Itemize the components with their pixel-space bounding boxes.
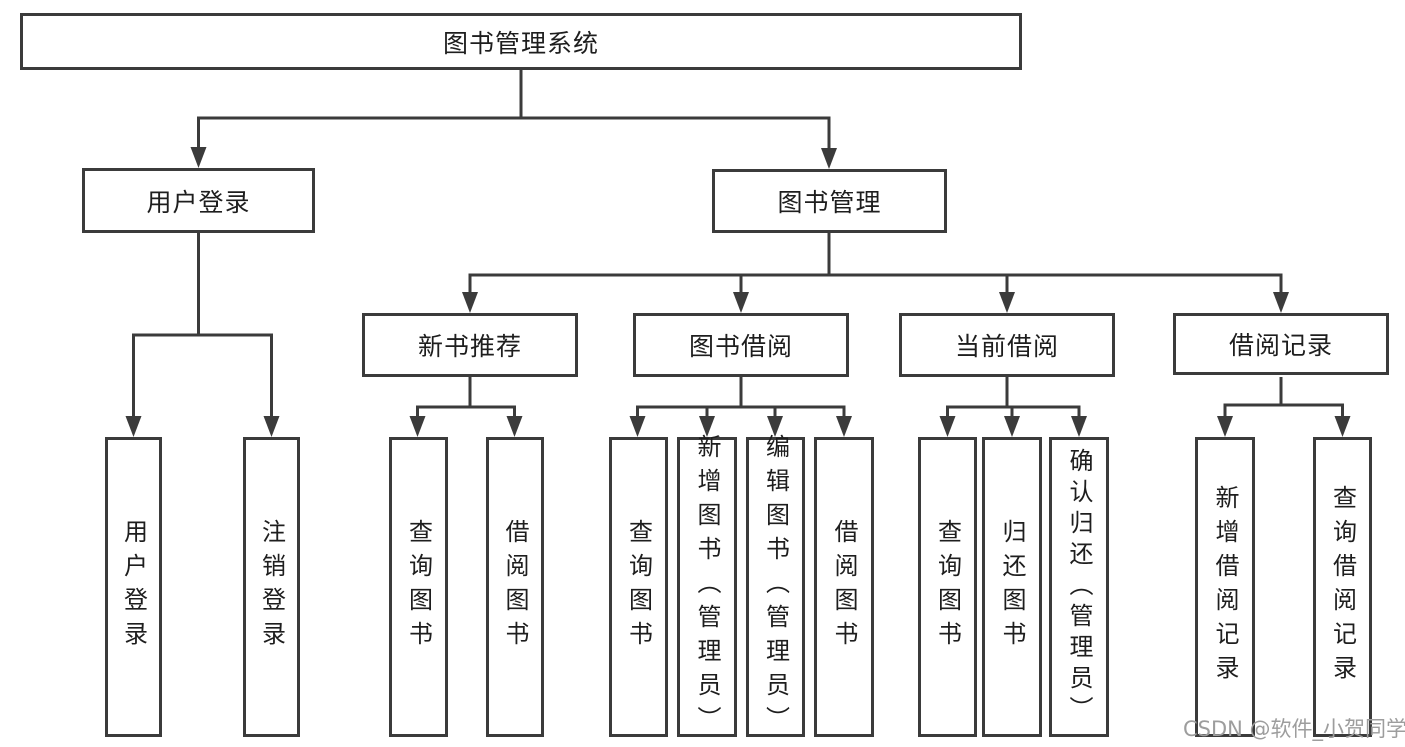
connector-bookmgmt-to-level2 bbox=[462, 233, 1289, 313]
leaf-edit-books-admin: 编辑图书（管理员） bbox=[746, 434, 805, 740]
node-borrow-records: 借阅记录 bbox=[1173, 313, 1389, 375]
node-label: 确认归还（管理员） bbox=[1065, 447, 1093, 727]
node-label: 查询图书 bbox=[933, 519, 962, 655]
leaf-confirm-return-admin: 确认归还（管理员） bbox=[1049, 437, 1109, 737]
leaf-logout: 注销登录 bbox=[243, 437, 300, 737]
node-label: 图书管理系统 bbox=[442, 28, 599, 58]
node-book-borrow: 图书借阅 bbox=[633, 313, 849, 377]
connector-borrowrecords-children bbox=[1217, 377, 1351, 437]
node-label: 注销登录 bbox=[257, 519, 286, 655]
node-label: 借阅图书 bbox=[501, 519, 529, 655]
connector-root-to-level1 bbox=[190, 70, 837, 169]
node-book-management: 图书管理 bbox=[712, 169, 947, 233]
node-label: 借阅图书 bbox=[830, 519, 858, 655]
node-label: 新增借阅记录 bbox=[1211, 485, 1239, 689]
node-label: 编辑图书（管理员） bbox=[761, 434, 790, 740]
node-root: 图书管理系统 bbox=[20, 13, 1022, 70]
leaf-borrow-books-newbook: 借阅图书 bbox=[486, 437, 544, 737]
node-label: 新增图书（管理员） bbox=[693, 434, 721, 740]
leaf-borrow-books: 借阅图书 bbox=[814, 437, 874, 737]
connector-userlogin-children bbox=[125, 233, 280, 437]
connector-bookborrow-children bbox=[629, 377, 852, 437]
leaf-query-books-newbook: 查询图书 bbox=[389, 437, 448, 737]
node-label: 查询图书 bbox=[624, 519, 653, 655]
node-label: 图书借阅 bbox=[688, 332, 793, 361]
node-label: 借阅记录 bbox=[1228, 331, 1333, 360]
connector-currentborrow-children bbox=[939, 377, 1087, 437]
connector-newbook-children bbox=[409, 377, 523, 437]
node-label: 用户登录 bbox=[119, 519, 148, 655]
csdn-watermark: CSDN @软件_小贺同学 bbox=[1183, 717, 1405, 741]
leaf-add-books-admin: 新增图书（管理员） bbox=[677, 434, 737, 740]
node-label: 新书推荐 bbox=[417, 332, 522, 361]
node-label: 查询借阅记录 bbox=[1328, 485, 1357, 689]
leaf-query-books-current: 查询图书 bbox=[918, 437, 977, 737]
node-new-book-recommend: 新书推荐 bbox=[362, 313, 578, 377]
node-label: 用户登录 bbox=[146, 187, 251, 217]
node-label: 查询图书 bbox=[404, 519, 433, 655]
node-label: 归还图书 bbox=[998, 519, 1026, 655]
leaf-user-login: 用户登录 bbox=[105, 437, 162, 737]
leaf-add-borrow-record: 新增借阅记录 bbox=[1195, 437, 1255, 737]
node-current-borrow: 当前借阅 bbox=[899, 313, 1115, 377]
node-user-login: 用户登录 bbox=[82, 168, 315, 233]
leaf-return-books: 归还图书 bbox=[982, 437, 1042, 737]
leaf-query-borrow-record: 查询借阅记录 bbox=[1313, 437, 1372, 737]
leaf-query-books-borrow: 查询图书 bbox=[609, 437, 668, 737]
node-label: 图书管理 bbox=[777, 188, 882, 217]
node-label: 当前借阅 bbox=[954, 332, 1059, 361]
